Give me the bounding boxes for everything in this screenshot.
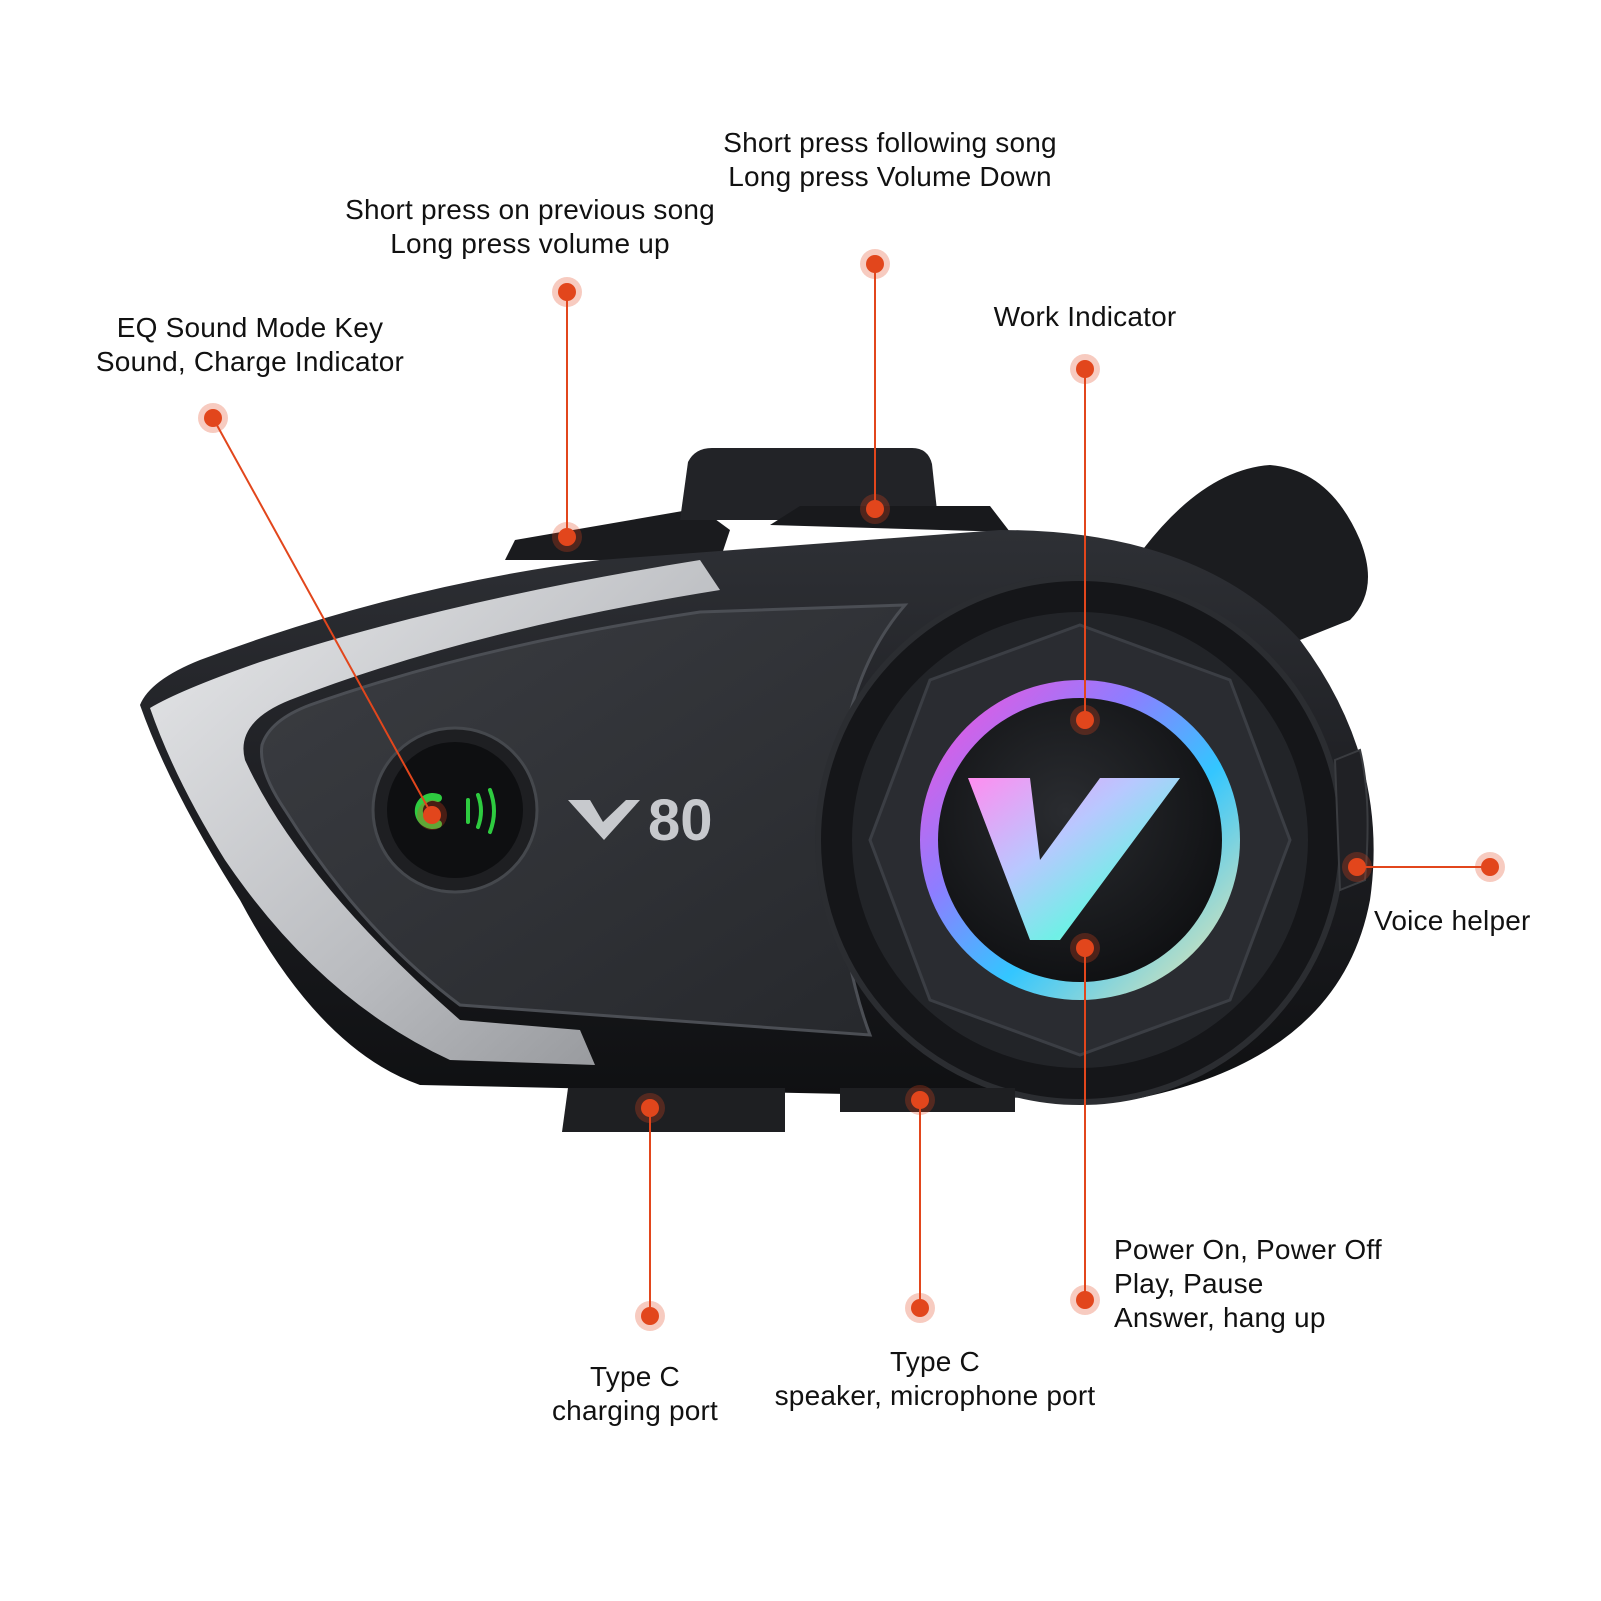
callout-dot-speaker-port-1 [911, 1091, 929, 1109]
label-next-song-line2: Long press Volume Down [728, 161, 1052, 192]
charging-port-tab[interactable] [562, 1088, 785, 1132]
voice-helper-button[interactable] [1333, 748, 1369, 892]
top-clip-button[interactable] [770, 506, 1010, 532]
label-work-indicator: Work Indicator [960, 300, 1210, 334]
label-power-line1: Power On, Power Off [1114, 1234, 1382, 1265]
label-power-line3: Answer, hang up [1114, 1302, 1326, 1333]
label-prev-song: Short press on previous song Long press … [300, 193, 760, 261]
eq-button[interactable] [387, 742, 523, 878]
callout-dot-next-song-2 [866, 500, 884, 518]
label-speaker-port-line1: Type C [890, 1346, 980, 1377]
callout-dot-work-indicator-2 [1076, 711, 1094, 729]
callout-dots [198, 249, 1505, 1331]
label-power-line2: Play, Pause [1114, 1268, 1264, 1299]
label-power: Power On, Power Off Play, Pause Answer, … [1114, 1233, 1382, 1335]
label-charging-port-line1: Type C [590, 1361, 680, 1392]
model-text: 80 [648, 788, 713, 853]
callout-dot-speaker-port-2 [911, 1299, 929, 1317]
callout-dot-eq-key-1 [204, 409, 222, 427]
label-next-song-line1: Short press following song [723, 127, 1057, 158]
label-eq-key-line2: Sound, Charge Indicator [95, 346, 405, 377]
callout-dot-power-1 [1076, 939, 1094, 957]
callout-dot-charging-port-1 [641, 1099, 659, 1117]
label-eq-key: EQ Sound Mode Key Sound, Charge Indicato… [60, 311, 440, 379]
callout-dot-power-2 [1076, 1291, 1094, 1309]
leader-line-eq-key [212, 417, 433, 816]
callout-dot-eq-key-2 [423, 806, 441, 824]
callout-dot-voice-helper-1 [1348, 858, 1366, 876]
label-prev-song-line1: Short press on previous song [345, 194, 715, 225]
callout-leaders [212, 264, 1490, 1316]
callout-dot-charging-port-2 [641, 1307, 659, 1325]
label-speaker-port-line2: speaker, microphone port [774, 1380, 1096, 1411]
eq-indicator-wave-icon-2 [476, 793, 483, 829]
label-voice-helper: Voice helper [1374, 904, 1531, 938]
v-logo-icon [968, 778, 1180, 940]
callout-dot-prev-song-1 [558, 283, 576, 301]
callout-dot-work-indicator-1 [1076, 360, 1094, 378]
callout-dot-voice-helper-2 [1481, 858, 1499, 876]
label-voice-helper-line1: Voice helper [1374, 905, 1531, 936]
top-clip-front [505, 508, 730, 560]
label-charging-port-line2: charging port [551, 1395, 719, 1426]
label-eq-key-line1: EQ Sound Mode Key [116, 312, 384, 343]
callout-dot-next-song-1 [866, 255, 884, 273]
callout-dot-prev-song-2 [558, 528, 576, 546]
silver-trim [150, 560, 720, 1065]
eq-indicator-wave-icon-3 [488, 788, 496, 834]
label-prev-song-line2: Long press volume up [390, 228, 670, 259]
label-speaker-port: Type C speaker, microphone port [740, 1345, 1130, 1413]
label-charging-port: Type C charging port [520, 1360, 750, 1428]
label-work-indicator-line1: Work Indicator [993, 301, 1177, 332]
label-next-song: Short press following song Long press Vo… [660, 126, 1120, 194]
model-logo-icon [568, 800, 640, 840]
eq-indicator-c-icon [414, 793, 442, 829]
voice-helper-fin[interactable] [1135, 465, 1368, 640]
